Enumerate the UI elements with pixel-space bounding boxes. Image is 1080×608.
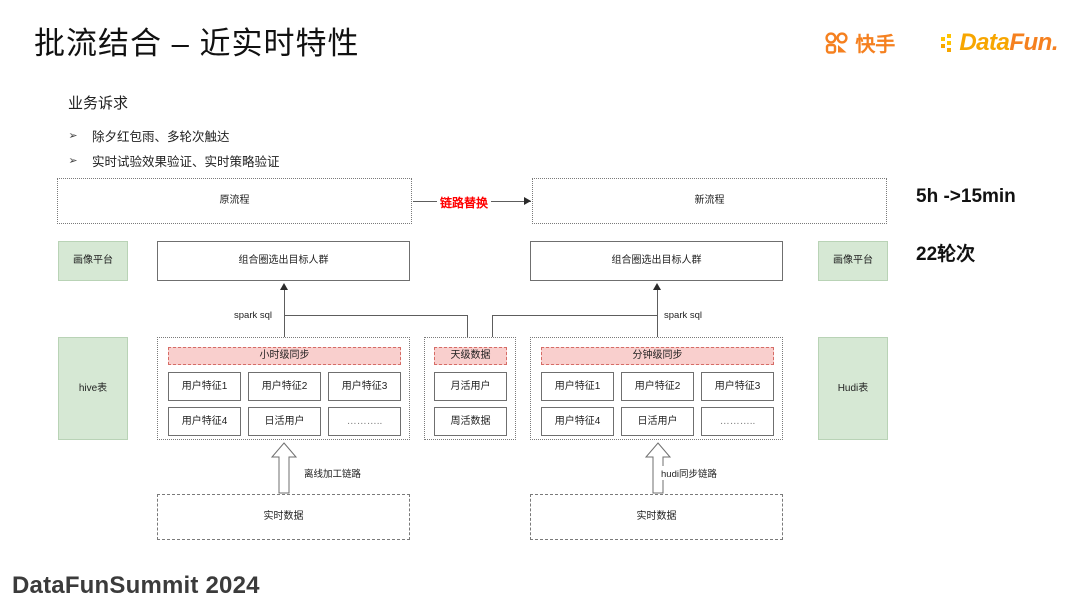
- data-cell: 用户特征3: [701, 372, 774, 401]
- data-cell: 用户特征1: [168, 372, 241, 401]
- datafun-logo-text: DataFun.: [959, 29, 1058, 57]
- daily-data-group: 天级数据 月活用户 周活数据: [424, 337, 516, 440]
- left-realtime-data-label: 实时数据: [263, 511, 304, 522]
- latency-note: 5h ->15min: [916, 186, 1016, 207]
- old-flow-label: 原流程: [219, 195, 250, 206]
- data-cell: 用户特征2: [248, 372, 321, 401]
- hive-table-label: hive表: [78, 382, 108, 394]
- data-cell: 周活数据: [434, 407, 507, 436]
- list-item-label: 除夕红包雨、多轮次触达: [92, 129, 230, 144]
- page-title: 批流结合 – 近实时特性: [34, 26, 360, 61]
- right-spark-sql-label: spark sql: [662, 310, 705, 321]
- hive-table-box: hive表: [58, 337, 128, 440]
- data-cell-label: 用户特征1: [554, 380, 601, 392]
- left-profile-platform-box: 画像平台: [58, 241, 128, 281]
- right-realtime-data-box: 实时数据: [530, 494, 783, 540]
- hourly-sync-header: 小时级同步: [168, 347, 401, 365]
- new-flow-label: 新流程: [694, 195, 725, 206]
- hudi-table-label: Hudi表: [837, 382, 869, 394]
- left-target-group-label: 组合圈选出目标人群: [238, 255, 329, 266]
- data-cell: 用户特征3: [328, 372, 401, 401]
- data-cell-label: ………..: [719, 415, 756, 427]
- brand-logos: 快手 DataFun.: [825, 28, 1058, 57]
- footer-brand: DataFunSummit 2024: [12, 572, 260, 599]
- data-cell-label: 日活用户: [264, 415, 305, 427]
- hudi-table-box: Hudi表: [818, 337, 888, 440]
- requirements-title: 业务诉求: [68, 95, 129, 112]
- bullet-arrow-icon: ➢: [68, 129, 78, 142]
- left-profile-platform-label: 画像平台: [73, 255, 113, 266]
- data-cell: 日活用户: [621, 407, 694, 436]
- datafun-logo-text-data: Data: [959, 28, 1010, 56]
- hourly-sync-header-label: 小时级同步: [259, 350, 310, 361]
- data-cell: 用户特征4: [168, 407, 241, 436]
- data-cell-label: 月活用户: [450, 380, 491, 392]
- right-target-group-label: 组合圈选出目标人群: [611, 255, 702, 266]
- offline-link-label: 离线加工链路: [302, 466, 364, 480]
- daily-data-header-label: 天级数据: [450, 350, 491, 361]
- data-cell-label: 日活用户: [637, 415, 678, 427]
- replace-label: 链路替换: [437, 194, 492, 211]
- left-spark-branch-vline: [467, 315, 468, 340]
- datafun-logo-text-fun: Fun.: [1009, 28, 1058, 56]
- list-item-label: 实时试验效果验证、实时策略验证: [92, 154, 280, 169]
- hourly-sync-group: 小时级同步 用户特征1 用户特征2 用户特征3 用户特征4 日活用户 ………..: [157, 337, 410, 440]
- kuaishou-mark-icon: [825, 31, 851, 54]
- data-cell: 日活用户: [248, 407, 321, 436]
- right-profile-platform-label: 画像平台: [833, 255, 873, 266]
- list-item: ➢ 除夕红包雨、多轮次触达: [68, 124, 280, 146]
- minute-sync-header: 分钟级同步: [541, 347, 774, 365]
- right-realtime-data-label: 实时数据: [636, 511, 677, 522]
- data-cell-label: 用户特征2: [261, 380, 308, 392]
- hudi-sync-block-arrow-icon: [644, 442, 672, 494]
- old-flow-box: 原流程: [57, 178, 412, 224]
- data-cell: 用户特征2: [621, 372, 694, 401]
- data-cell-label: 用户特征1: [181, 380, 228, 392]
- data-cell: ………..: [701, 407, 774, 436]
- right-spark-arrow-icon: [653, 283, 661, 290]
- left-spark-arrow-icon: [280, 283, 288, 290]
- offline-link-block-arrow-icon: [270, 442, 298, 494]
- bullet-arrow-icon: ➢: [68, 154, 78, 167]
- kuaishou-logo: 快手: [825, 28, 895, 57]
- daily-data-header: 天级数据: [434, 347, 507, 365]
- data-cell: 用户特征1: [541, 372, 614, 401]
- right-target-group-box: 组合圈选出目标人群: [530, 241, 783, 281]
- left-spark-hline: [284, 315, 468, 316]
- right-spark-branch-vline: [492, 315, 493, 340]
- data-cell-label: ………..: [346, 415, 383, 427]
- rounds-note: 22轮次: [916, 244, 976, 265]
- data-cell-label: 用户特征3: [714, 380, 761, 392]
- requirements-list: ➢ 除夕红包雨、多轮次触达 ➢ 实时试验效果验证、实时策略验证: [68, 124, 280, 174]
- data-cell-label: 用户特征4: [554, 415, 601, 427]
- list-item: ➢ 实时试验效果验证、实时策略验证: [68, 149, 280, 171]
- data-cell-label: 用户特征2: [634, 380, 681, 392]
- kuaishou-logo-text: 快手: [855, 34, 896, 56]
- datafun-logo: DataFun.: [941, 29, 1058, 57]
- data-cell-label: 用户特征4: [181, 415, 228, 427]
- datafun-dots-icon: [941, 33, 957, 53]
- replace-arrow-icon: [524, 197, 531, 205]
- left-spark-sql-label: spark sql: [232, 310, 275, 321]
- data-cell: 用户特征4: [541, 407, 614, 436]
- data-cell-label: 周活数据: [450, 415, 491, 427]
- right-profile-platform-box: 画像平台: [818, 241, 888, 281]
- left-realtime-data-box: 实时数据: [157, 494, 410, 540]
- right-spark-hline: [492, 315, 658, 316]
- minute-sync-header-label: 分钟级同步: [632, 350, 683, 361]
- new-flow-box: 新流程: [532, 178, 887, 224]
- data-cell: 月活用户: [434, 372, 507, 401]
- hudi-sync-link-label: hudi同步链路: [659, 466, 719, 480]
- data-cell-label: 用户特征3: [341, 380, 388, 392]
- minute-sync-group: 分钟级同步 用户特征1 用户特征2 用户特征3 用户特征4 日活用户 ………..: [530, 337, 783, 440]
- left-target-group-box: 组合圈选出目标人群: [157, 241, 410, 281]
- data-cell: ………..: [328, 407, 401, 436]
